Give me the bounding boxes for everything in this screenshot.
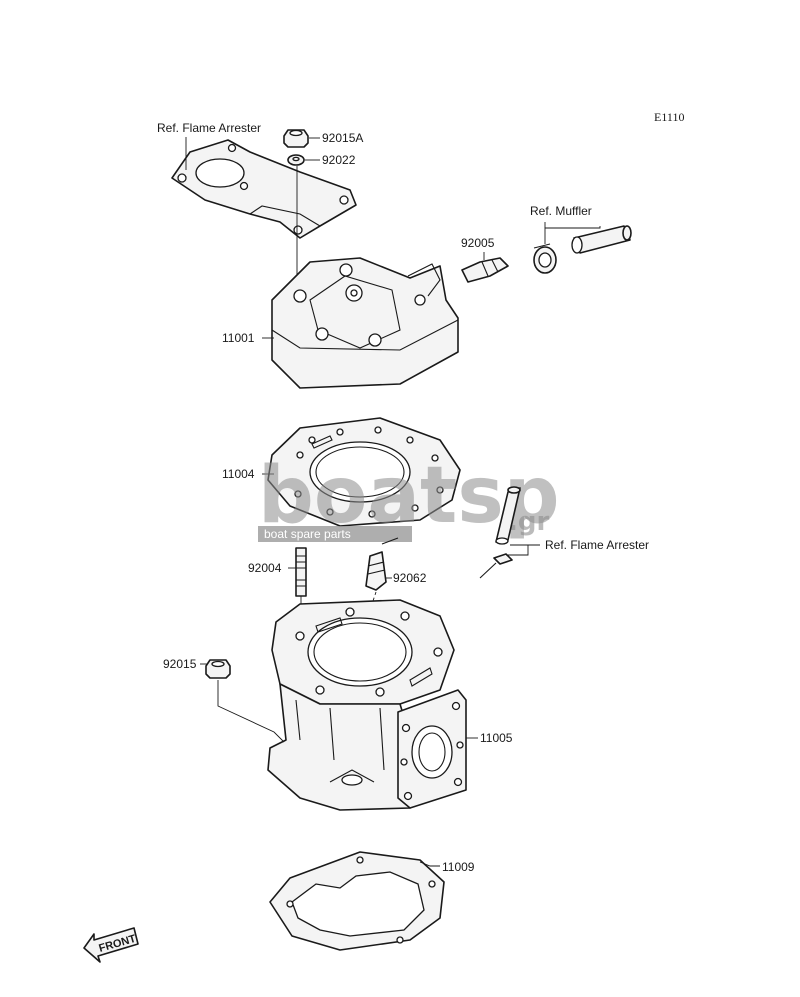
label-11009: 11009 — [442, 860, 475, 874]
nut-92015A — [283, 129, 309, 148]
fitting-92005 — [461, 257, 509, 283]
label-92015: 92015 — [163, 657, 197, 671]
head-gasket-11004 — [267, 417, 461, 527]
washer-92022 — [287, 154, 305, 166]
diagram-code: E1110 — [654, 110, 684, 124]
label-92005: 92005 — [461, 236, 495, 250]
fitting-92062 — [365, 537, 399, 591]
front-arrow-icon: FRONT — [83, 927, 139, 963]
label-11005: 11005 — [480, 731, 513, 745]
flame-arrester-tube — [495, 486, 521, 545]
label-92015A: 92015A — [322, 131, 363, 145]
label-ref-muffler: Ref. Muffler — [530, 204, 592, 218]
nut-92015 — [205, 659, 231, 679]
flame-arrester-bracket — [171, 139, 357, 239]
label-11004: 11004 — [222, 467, 255, 481]
cylinder-11005 — [267, 599, 467, 811]
cylinder-head-11001 — [271, 257, 459, 389]
label-92004: 92004 — [248, 561, 282, 575]
label-11001: 11001 — [222, 331, 255, 345]
label-ref-flame-arrester-top: Ref. Flame Arrester — [157, 121, 261, 135]
stud-92004 — [295, 547, 307, 597]
label-ref-flame-arrester-mid: Ref. Flame Arrester — [545, 538, 649, 552]
muffler-clamp — [533, 243, 557, 274]
label-92022: 92022 — [322, 153, 356, 167]
muffler-hose — [571, 225, 632, 254]
label-92062: 92062 — [393, 571, 427, 585]
flame-arrester-plug — [479, 553, 513, 579]
base-gasket-11009 — [269, 851, 445, 951]
watermark-tagline: boat spare parts — [264, 527, 351, 541]
